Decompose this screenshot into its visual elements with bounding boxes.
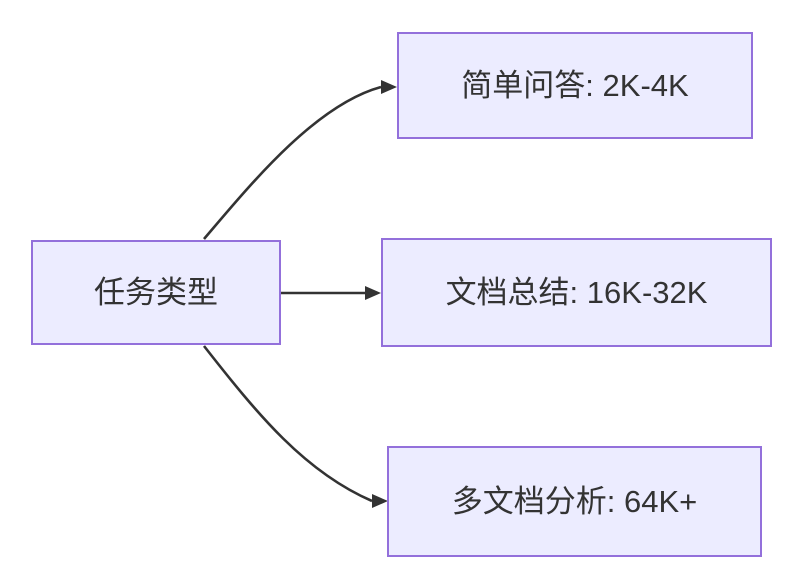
node-task-type-label: 任务类型	[94, 274, 218, 310]
node-simple-qa: 简单问答: 2K-4K	[397, 32, 753, 139]
edge-root-to-branch1	[203, 80, 397, 240]
node-doc-summary-label: 文档总结: 16K-32K	[445, 274, 708, 310]
node-multidoc-analysis: 多文档分析: 64K+	[387, 446, 762, 557]
node-task-type: 任务类型	[31, 240, 281, 345]
node-multidoc-analysis-label: 多文档分析: 64K+	[451, 483, 698, 519]
node-simple-qa-label: 简单问答: 2K-4K	[461, 67, 689, 103]
edge-root-to-branch3	[202, 345, 388, 508]
node-doc-summary: 文档总结: 16K-32K	[381, 238, 772, 347]
